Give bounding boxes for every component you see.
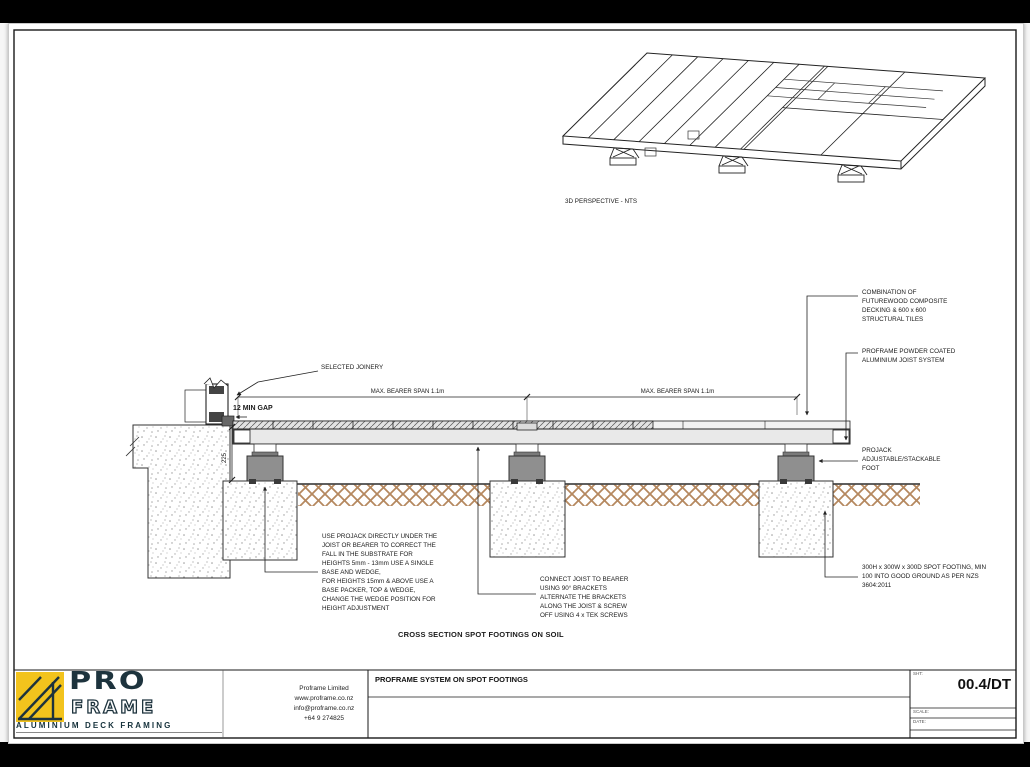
dim-bearer-span-2: MAX. BEARER SPAN 1.1m <box>640 389 715 395</box>
drawing-title: PROFRAME SYSTEM ON SPOT FOOTINGS <box>375 675 528 684</box>
logo-tagline: ALUMINIUM DECK FRAMING <box>16 721 222 733</box>
proframe-logo-mark-icon <box>16 672 64 722</box>
dim-225: 225 <box>222 452 228 463</box>
label-min-gap: 12 MIN GAP <box>233 405 273 412</box>
date-label: DATE: <box>913 719 926 724</box>
company-email: info@proframe.co.nz <box>293 705 355 713</box>
company-website: www.proframe.co.nz <box>294 695 354 703</box>
perspective-caption: 3D PERSPECTIVE - NTS <box>565 198 638 205</box>
company-name: Proframe Limited <box>299 685 349 692</box>
label-selected-joinery: SELECTED JOINERY <box>321 364 384 371</box>
scale-label: SCALE: <box>913 709 930 714</box>
logo-word-pro: PRO <box>69 667 147 696</box>
annotation-joist-system: PROFRAME POWDER COATED ALUMINIUM JOIST S… <box>862 348 956 364</box>
proframe-logo: PRO FRAME ALUMINIUM DECK FRAMING <box>16 667 224 738</box>
note-connect-joist: CONNECT JOIST TO BEARER USING 90° BRACKE… <box>540 576 629 619</box>
sheet-label: SHT: <box>913 671 923 676</box>
note-projack-use: USE PROJACK DIRECTLY UNDER THE JOIST OR … <box>322 533 438 612</box>
company-info: Proframe Limited www.proframe.co.nz info… <box>280 684 368 724</box>
annotation-spot-footing: 300H x 300W x 300D SPOT FOOTING, MIN 100… <box>862 564 987 589</box>
section-caption: CROSS SECTION SPOT FOOTINGS ON SOIL <box>398 630 564 639</box>
annotation-projack-foot: PROJACK ADJUSTABLE/STACKABLE FOOT <box>862 447 941 472</box>
sheet-number: 00.4/DT <box>957 676 1011 693</box>
dim-bearer-span-1: MAX. BEARER SPAN 1.1m <box>370 389 445 395</box>
annotation-decking: COMBINATION OF FUTUREWOOD COMPOSITE DECK… <box>862 289 948 323</box>
company-phone: +64 9 274825 <box>304 715 344 723</box>
logo-word-frame: FRAME <box>70 696 157 718</box>
